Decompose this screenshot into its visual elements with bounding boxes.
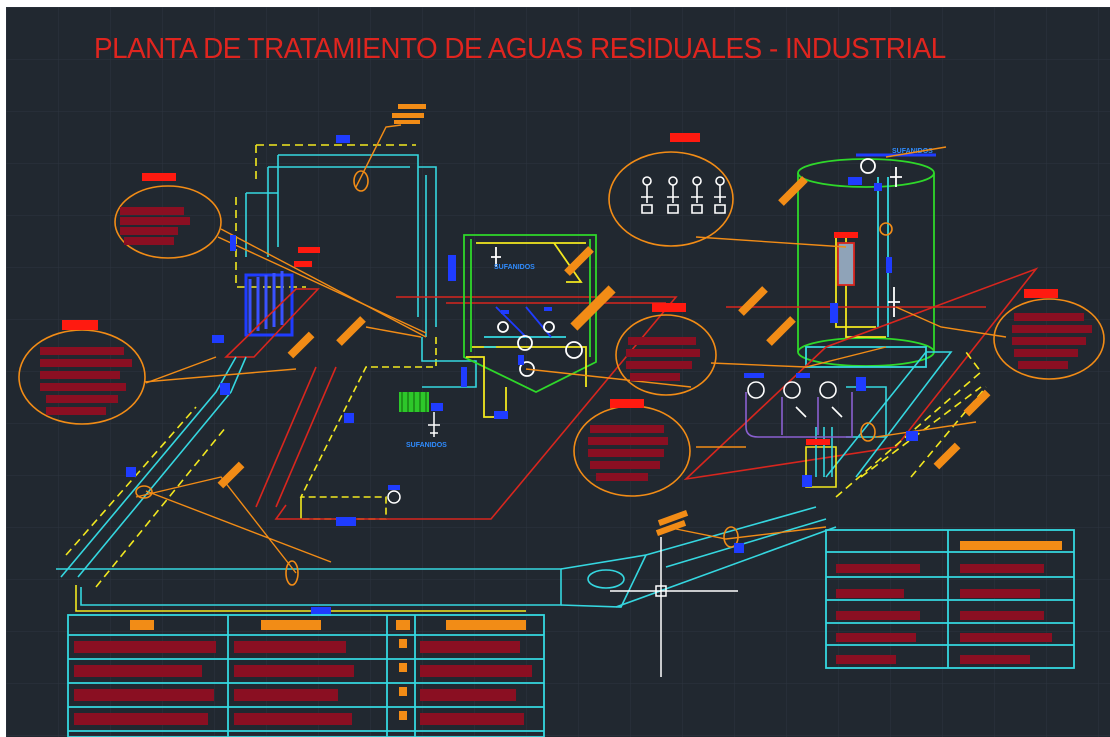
drawing-title: PLANTA DE TRATAMIENTO DE AGUAS RESIDUALE… — [94, 33, 946, 65]
blue-markers — [126, 135, 918, 616]
callout-6 — [993, 298, 1105, 380]
pump-icons — [641, 176, 726, 214]
pump-center — [428, 412, 440, 437]
callout-1 — [114, 185, 222, 259]
orange-tags — [130, 104, 1062, 720]
legend-table-left-fills — [74, 641, 532, 725]
center-tank — [463, 234, 597, 418]
callout-4 — [615, 314, 717, 396]
left-diagonal-pipe — [56, 356, 837, 612]
pump-center-label: SUFANIDOS — [406, 442, 447, 449]
cad-crosshair — [610, 537, 738, 677]
main-channel — [255, 296, 678, 520]
legend-table-right — [825, 529, 1075, 669]
legend-table-left — [67, 614, 545, 737]
left-screen-channel — [224, 144, 437, 358]
leader-lines — [135, 124, 1007, 574]
filter-block — [399, 392, 429, 412]
cad-drawing-canvas[interactable]: SUFANIDOS SUFANIDOS SUFANIDOS — [6, 7, 1110, 737]
center-tank-label: SUFANIDOS — [494, 264, 535, 271]
pump-group-right — [745, 381, 853, 438]
callout-text-blocks — [40, 207, 1092, 664]
callout-3 — [608, 151, 734, 247]
right-tank — [797, 153, 936, 368]
valve-bottom — [387, 490, 401, 504]
right-tank-label: SUFANIDOS — [892, 148, 933, 155]
right-platform — [683, 267, 1039, 481]
red-tags — [62, 133, 1058, 445]
